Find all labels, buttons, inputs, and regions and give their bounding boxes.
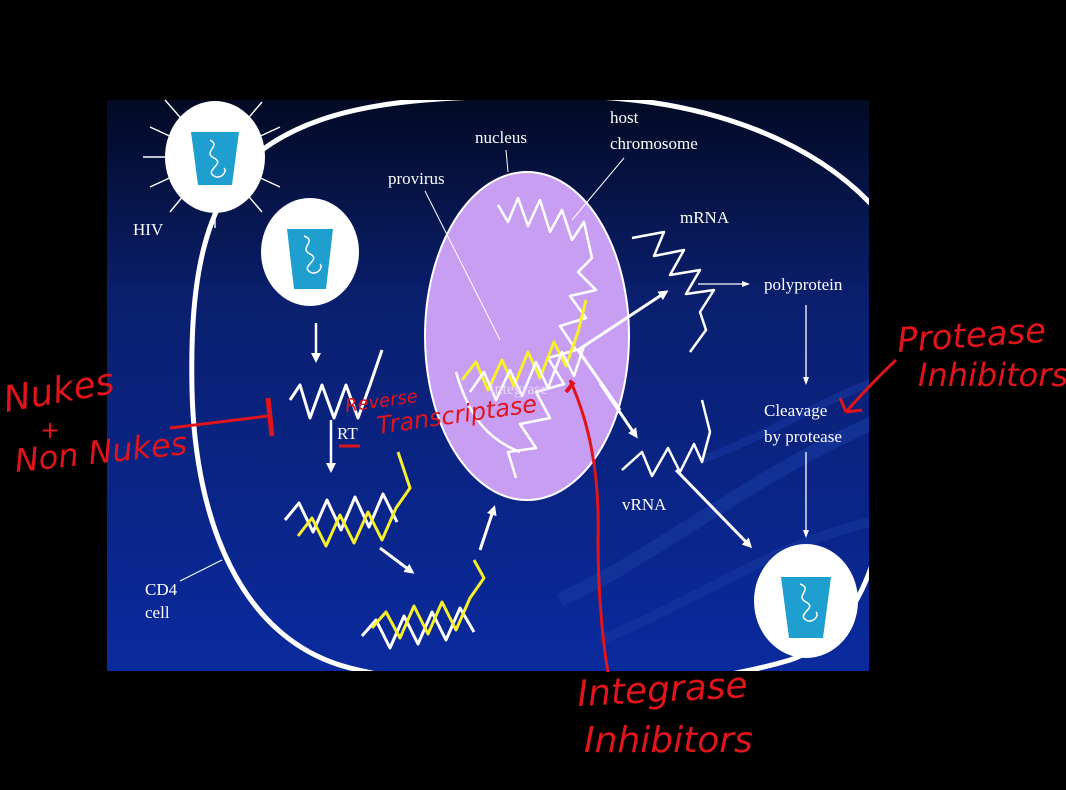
background-swoosh xyxy=(698,379,869,464)
viral-rna xyxy=(209,139,226,178)
chromosome-tail xyxy=(454,371,521,454)
nukes-inhibition-bar xyxy=(265,397,275,437)
import-arrow xyxy=(478,505,497,551)
nucleus-label: nucleus xyxy=(475,128,527,147)
provirus-leader xyxy=(424,190,501,341)
synthesis-arrow xyxy=(379,546,415,574)
cd4-label-2: cell xyxy=(145,603,170,622)
integrase-pointer xyxy=(568,379,610,673)
vrna-label: vRNA xyxy=(622,495,667,514)
annotation-nukes-2: + xyxy=(40,416,60,444)
host-chromosome xyxy=(496,196,598,479)
hiv-virion-outside xyxy=(143,99,281,228)
background-swoosh xyxy=(557,417,869,607)
integrase-label: integrase xyxy=(490,381,548,398)
polyprotein-label: polyprotein xyxy=(764,275,843,294)
annotation-integrase-2: Inhibitors xyxy=(584,720,753,761)
dsdna-strand-b xyxy=(370,559,486,640)
host-chromosome-label-2: chromosome xyxy=(610,134,698,153)
background-swoosh xyxy=(598,517,869,645)
cleavage-label-1: Cleavage xyxy=(764,401,827,420)
host-chromosome-label-1: host xyxy=(610,108,639,127)
assembly-arrow-vrna xyxy=(674,468,753,549)
provirus-label: provirus xyxy=(388,169,445,188)
mrna-label: mRNA xyxy=(680,208,730,227)
cd4-cell-membrane xyxy=(189,100,869,671)
annotation-protease-1: Protease xyxy=(896,311,1047,361)
hiv-label: HIV xyxy=(133,220,164,239)
cd4-label-1: CD4 xyxy=(145,580,178,599)
dsdna-strand-a xyxy=(360,606,476,650)
provirus-dna xyxy=(460,299,588,392)
cleavage-label-2: by protease xyxy=(764,427,842,446)
protease-pointer xyxy=(838,358,898,414)
hiv-virion-entered xyxy=(261,198,359,306)
cd4-leader xyxy=(179,559,223,582)
annotation-integrase-1: Integrase xyxy=(576,665,748,715)
viral-rna-strand xyxy=(288,349,384,420)
rna-strand-hybrid xyxy=(283,492,399,534)
viral-rna xyxy=(799,583,818,622)
transcription-arrow-vrna xyxy=(598,382,638,439)
host-chromosome-leader xyxy=(571,157,625,221)
mrna-strand xyxy=(631,230,716,353)
integrase-pointer-tip xyxy=(564,380,576,394)
annotation-protease-2: Inhibitors xyxy=(918,356,1066,394)
viral-rna xyxy=(303,235,322,274)
virion-capsid xyxy=(781,577,831,638)
rt-label: RT xyxy=(337,424,358,443)
nukes-inhibition-line xyxy=(169,414,269,430)
nucleus-leader xyxy=(505,149,509,173)
dna-strand-hybrid xyxy=(296,451,412,548)
annotation-nukes-1: Nukes xyxy=(0,361,117,421)
provirus-dna-partner xyxy=(468,345,586,402)
virion-capsid xyxy=(287,229,333,289)
hiv-virion-new xyxy=(754,544,858,658)
